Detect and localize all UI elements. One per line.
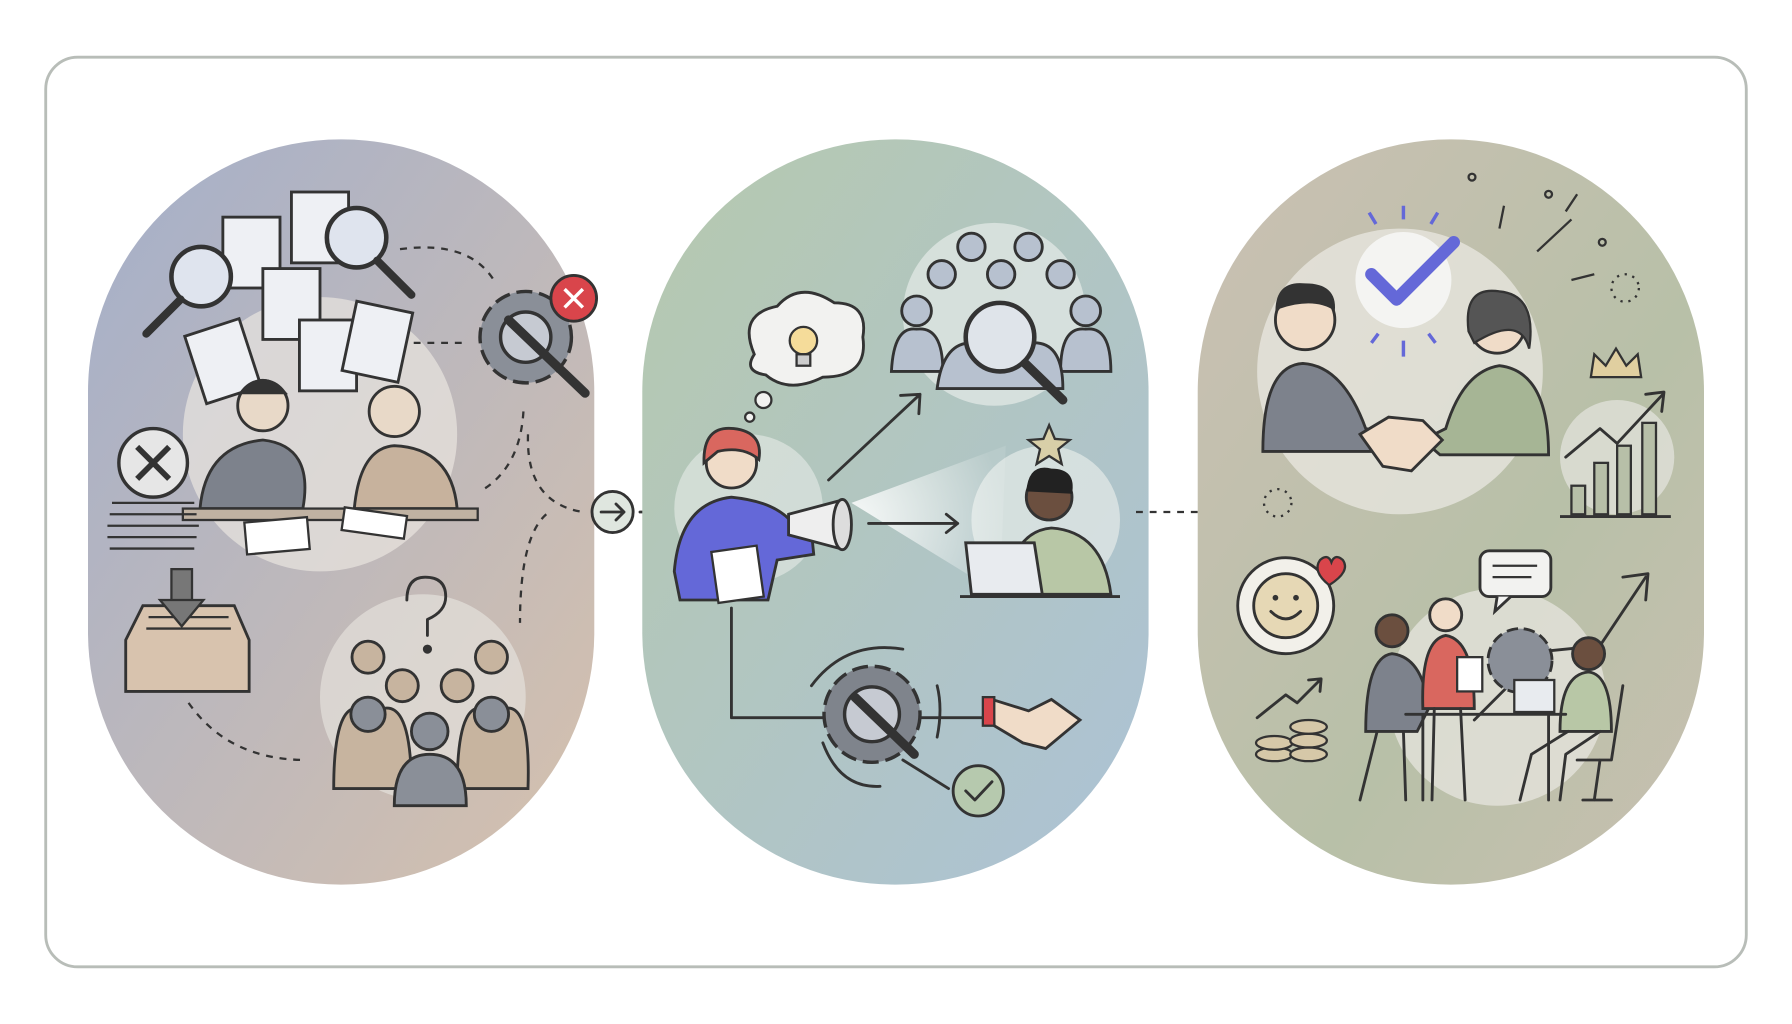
presenter-megaphone-icon: [672, 426, 853, 605]
magnifier-icon: [142, 205, 416, 338]
panel-solution: [642, 139, 1149, 885]
smiley-heart-icon: [1236, 555, 1347, 656]
team-meeting-icon: [1358, 572, 1650, 802]
frustrated-people-icon: [181, 378, 479, 556]
panel-problem: [88, 139, 598, 885]
crowd-icon: [332, 639, 530, 808]
sparkles-icon: [1262, 172, 1640, 518]
rejected-stack-icon: [107, 426, 199, 550]
crowd-magnifier-icon: [889, 231, 1113, 405]
checkmark-icon: [951, 764, 1005, 818]
panel-result: [1197, 139, 1704, 885]
gear-wrench-icon: [809, 646, 942, 788]
lightbulb-thought-icon: [744, 290, 866, 423]
chat-bubble-icon: [1478, 549, 1553, 616]
coins-icon: [1254, 677, 1328, 763]
inbox-tray-icon: [124, 568, 251, 693]
handshake-icon: [981, 696, 1083, 751]
gear-wrench-icon: [478, 289, 590, 398]
crown-icon: [1589, 346, 1643, 379]
star-icon: [1025, 422, 1073, 467]
error-x-icon: [549, 274, 598, 323]
handshake-people-icon: [1261, 283, 1551, 473]
documents-icon: [182, 190, 415, 406]
question-mark-icon: [405, 575, 448, 654]
laptop-worker-icon: [960, 467, 1120, 598]
growth-chart-icon: [1560, 390, 1671, 518]
big-checkmark-icon: [1355, 205, 1460, 357]
